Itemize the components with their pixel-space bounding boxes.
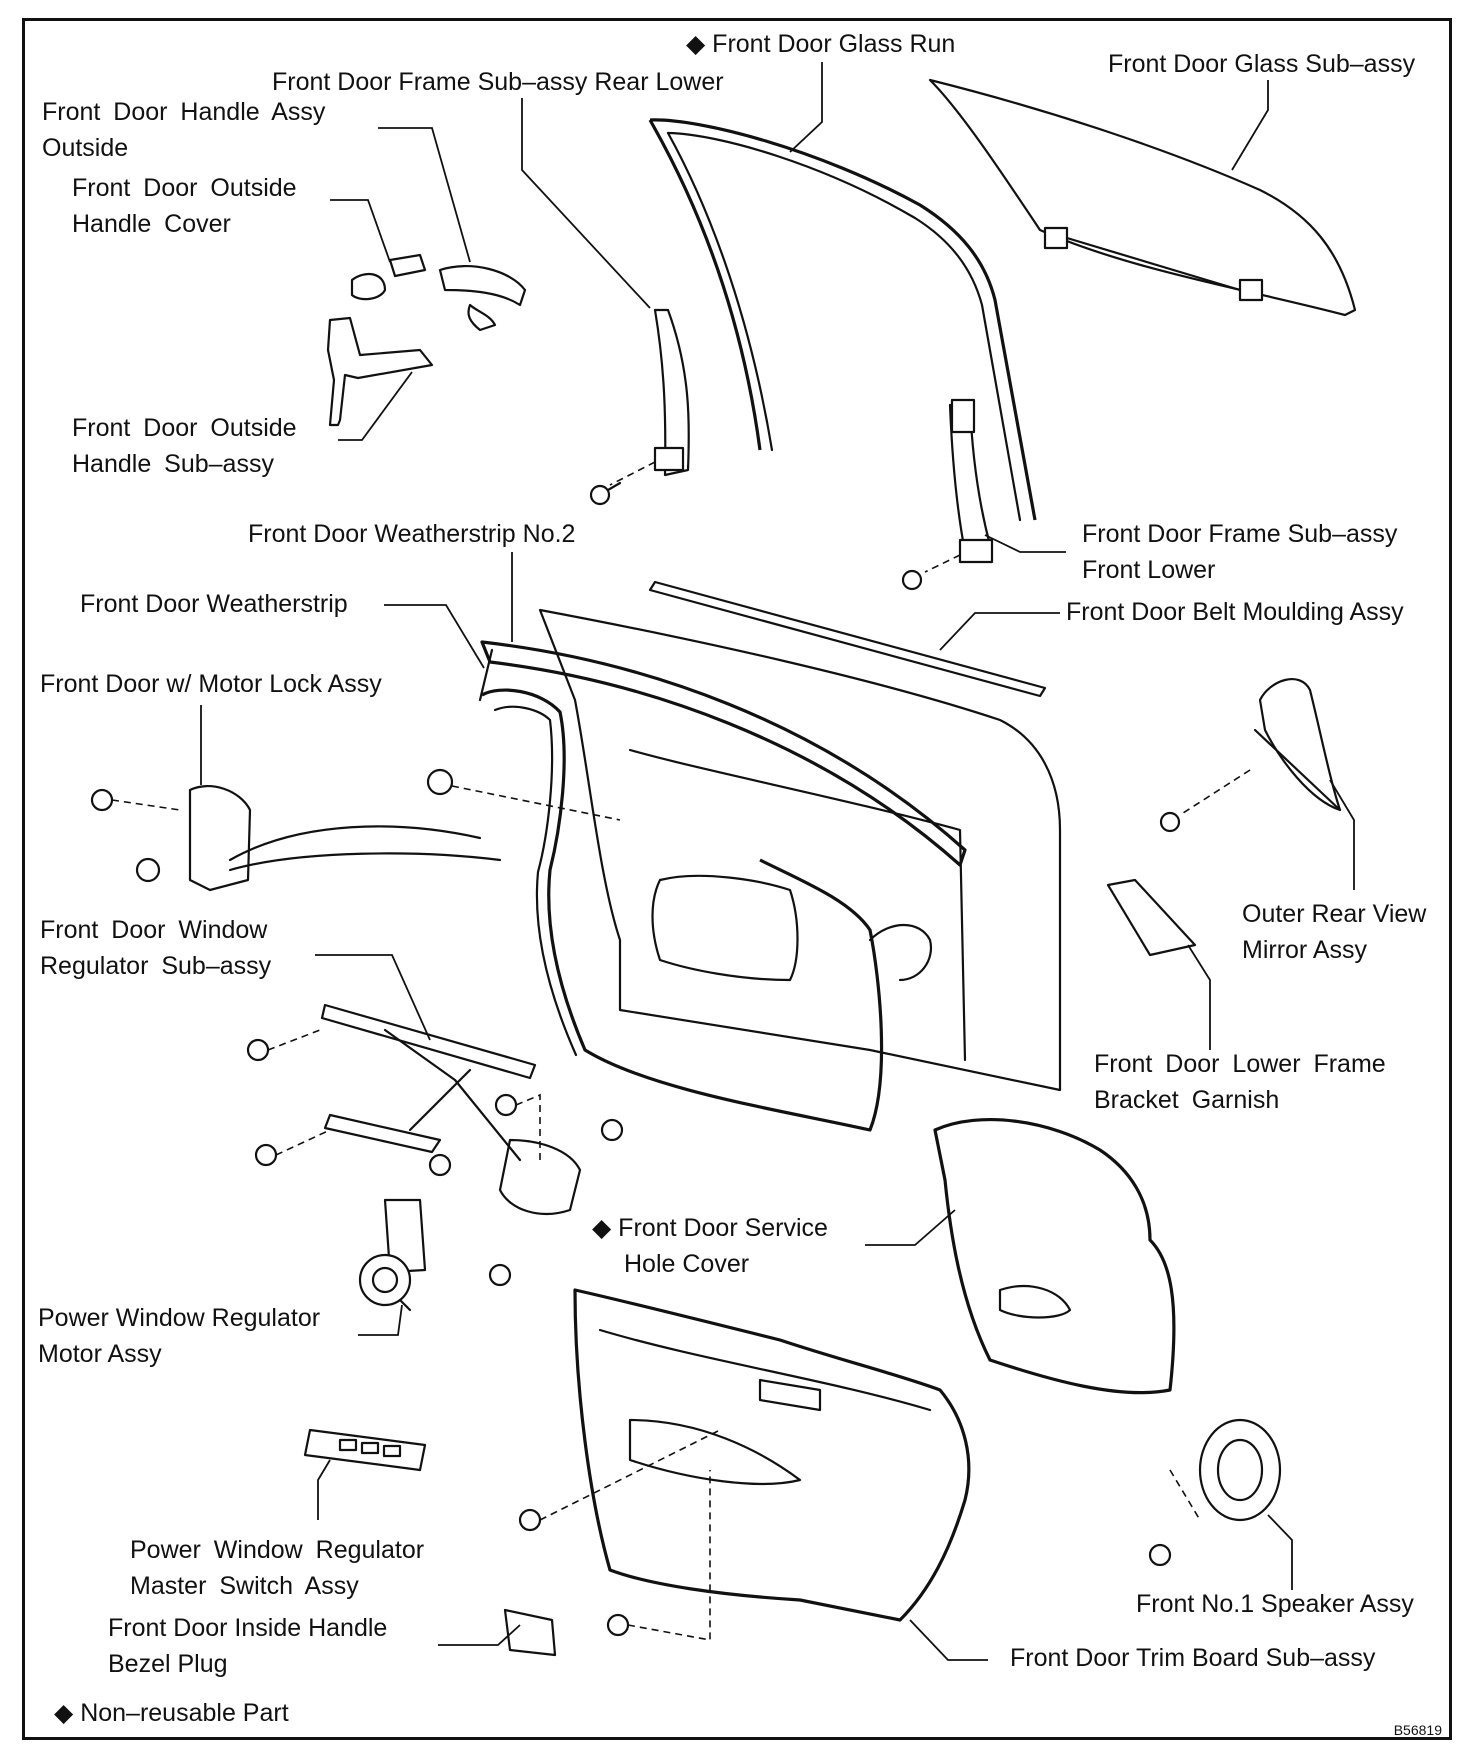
label-speaker: Front No.1 Speaker Assy xyxy=(1136,1590,1414,1618)
frame-front-lower-part xyxy=(901,398,994,591)
mirror-part xyxy=(1159,678,1342,833)
glass-part xyxy=(928,78,1357,317)
service-hole-cover-part xyxy=(933,1117,1176,1395)
belt-moulding-part xyxy=(648,580,1047,698)
label-motor-lock: Front Door w/ Motor Lock Assy xyxy=(40,670,382,698)
legend-text: Non–reusable Part xyxy=(80,1699,289,1727)
label-belt-moulding: Front Door Belt Moulding Assy xyxy=(1066,598,1404,626)
lower-frame-garnish-part xyxy=(1106,878,1197,957)
regulator-motor-part xyxy=(358,1198,427,1312)
speaker-part xyxy=(1148,1418,1282,1567)
label-weatherstrip-no2: Front Door Weatherstrip No.2 xyxy=(248,520,576,548)
label-glass-run: ◆ Front Door Glass Run xyxy=(686,30,956,58)
diamond-icon: ◆ xyxy=(54,1699,74,1727)
label-frame-rear-lower: Front Door Frame Sub–assy Rear Lower xyxy=(272,68,724,96)
diagram-code: B56819 xyxy=(1393,1722,1442,1738)
weatherstrip-no2-part xyxy=(478,640,967,867)
master-switch-part xyxy=(303,1428,427,1472)
trim-board-part xyxy=(518,1288,971,1641)
door-panel xyxy=(538,608,1062,1092)
label-trim-board: Front Door Trim Board Sub–assy xyxy=(1010,1644,1376,1672)
motor-lock-part xyxy=(90,768,621,892)
leader-lines xyxy=(200,62,1355,1661)
window-regulator-part xyxy=(246,1003,624,1287)
label-weatherstrip: Front Door Weatherstrip xyxy=(80,590,348,618)
frame-rear-lower-part xyxy=(589,308,690,506)
glass-run-part xyxy=(648,118,1037,522)
weatherstrip-part xyxy=(481,688,884,1132)
label-glass-sub-assy: Front Door Glass Sub–assy xyxy=(1108,50,1416,78)
outside-handle-parts xyxy=(326,253,527,427)
legend-non-reusable: ◆ Non–reusable Part xyxy=(54,1698,289,1728)
